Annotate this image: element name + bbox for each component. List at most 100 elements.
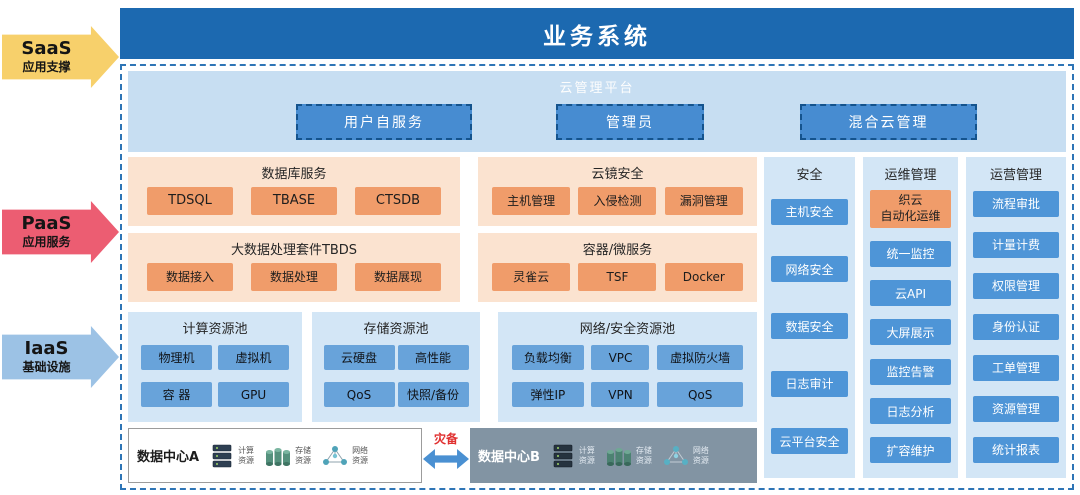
pill-monitoring-alerts: 监控告警: [870, 358, 951, 385]
chip-host-management: 主机管理: [492, 186, 571, 215]
pill-cloud-api: 云API: [870, 280, 951, 307]
saas-arrow-subtitle: 应用支撑: [22, 60, 71, 75]
dc-b-compute-label: 计算资源: [578, 445, 595, 465]
pill-zhiyun-automation: 织云 自动化运维: [870, 189, 951, 228]
chip-gpu: GPU: [218, 382, 289, 407]
cloud-management-platform-band: 云管理平台 用户自服务 管理员 混合云管理: [128, 71, 1066, 152]
iaas-arrow-subtitle: 基础设施: [22, 360, 71, 375]
big-data-suite-title: 大数据处理套件TBDS: [230, 243, 358, 258]
chip-intrusion-detection: 入侵检测: [578, 186, 657, 215]
storage-cylinder-icon: [266, 447, 291, 466]
pill-resource-management: 资源管理: [973, 395, 1059, 422]
cloud-mirror-security-block: 云镜安全 主机管理 入侵检测 漏洞管理: [478, 157, 757, 226]
ops-management-column: 运维管理 织云 自动化运维 统一监控 云API 大屏展示 监控告警 日志分析 扩…: [863, 157, 958, 478]
chip-docker: Docker: [664, 262, 743, 291]
compute-server-icon: [553, 444, 573, 467]
chip-ctsdb: CTSDB: [355, 186, 441, 215]
pill-log-audit: 日志审计: [771, 370, 848, 397]
datacenter-a: 数据中心A 计算资源: [128, 428, 422, 483]
chip-virtual-firewall: 虚拟防火墙: [657, 345, 744, 370]
chip-load-balancer: 负载均衡: [511, 345, 584, 370]
datacenter-b-title: 数据中心B: [478, 450, 540, 465]
disaster-recovery-arrow: [423, 449, 469, 469]
container-microservices-block: 容器/微服务 灵雀云 TSF Docker: [478, 233, 757, 302]
ops-management-title: 运维管理: [884, 168, 937, 183]
cloud-mirror-security-title: 云镜安全: [591, 167, 644, 182]
dc-b-storage-label: 存储资源: [635, 445, 652, 465]
chip-snapshot-backup: 快照/备份: [397, 382, 469, 407]
chip-qos-network: QoS: [657, 382, 744, 407]
business-system-header: 业务系统: [120, 8, 1074, 59]
pill-ticket-management: 工单管理: [973, 354, 1059, 381]
security-column: 安全 主机安全 网络安全 数据安全 日志审计 云平台安全: [764, 157, 855, 478]
saas-arrow-title: SaaS: [21, 37, 72, 59]
chip-tdsql: TDSQL: [147, 186, 233, 215]
dc-a-compute-group: 计算资源: [209, 443, 258, 469]
network-nodes-icon: [323, 445, 348, 465]
saas-arrow: SaaS 应用支撑: [2, 26, 119, 88]
main-dashed-container: 云管理平台 用户自服务 管理员 混合云管理 数据库服务 TDSQL TBASE …: [120, 64, 1074, 490]
chip-virtual-machine: 虚拟机: [218, 345, 289, 370]
pill-capacity-maintenance: 扩容维护: [870, 437, 951, 464]
pill-statistical-reports: 统计报表: [973, 436, 1059, 463]
pill-host-security: 主机安全: [771, 198, 848, 225]
biz-management-title: 运营管理: [989, 168, 1042, 183]
paas-arrow: PaaS 应用服务: [2, 201, 119, 263]
cloud-platform-title: 云管理平台: [559, 81, 635, 96]
dc-a-storage-label: 存储资源: [295, 445, 312, 465]
chip-data-processing: 数据处理: [251, 262, 337, 291]
dc-b-network-group: 网络资源: [662, 443, 713, 469]
datacenter-a-title: 数据中心A: [137, 450, 200, 465]
dc-a-network-label: 网络资源: [352, 445, 369, 465]
pill-data-security: 数据安全: [771, 313, 848, 340]
network-security-pool-title: 网络/安全资源池: [579, 322, 676, 337]
chip-high-performance: 高性能: [397, 345, 469, 370]
chip-alauda-cloud: 灵雀云: [492, 262, 571, 291]
pill-unified-monitoring: 统一监控: [870, 240, 951, 267]
iaas-arrow-title: IaaS: [24, 337, 69, 359]
chip-physical-machine: 物理机: [141, 345, 212, 370]
pill-identity-authentication: 身份认证: [973, 313, 1059, 340]
compute-pool-title: 计算资源池: [182, 322, 248, 337]
database-services-block: 数据库服务 TDSQL TBASE CTSDB: [128, 157, 460, 226]
pill-metering-billing: 计量计费: [973, 231, 1059, 258]
storage-pool-block: 存储资源池 云硬盘 高性能 QoS 快照/备份: [312, 312, 480, 422]
dc-a-storage-group: 存储资源: [264, 443, 315, 469]
chip-vpn: VPN: [591, 382, 650, 407]
iaas-arrow: IaaS 基础设施: [2, 326, 119, 388]
storage-pool-title: 存储资源池: [363, 322, 429, 337]
user-self-service-button: 用户自服务: [296, 104, 472, 140]
chip-elastic-ip: 弹性IP: [511, 382, 584, 407]
chip-vpc: VPC: [591, 345, 650, 370]
compute-pool-block: 计算资源池 物理机 虚拟机 容 器 GPU: [128, 312, 302, 422]
security-column-title: 安全: [796, 168, 823, 183]
container-microservices-title: 容器/微服务: [582, 243, 653, 258]
disaster-recovery-label: 灾备: [433, 432, 458, 446]
chip-qos-storage: QoS: [323, 382, 395, 407]
network-nodes-icon: [663, 445, 688, 465]
compute-server-icon: [212, 444, 232, 467]
dc-a-compute-label: 计算资源: [238, 445, 255, 465]
chip-vulnerability-management: 漏洞管理: [664, 186, 743, 215]
dc-b-compute-group: 计算资源: [550, 443, 599, 469]
paas-arrow-subtitle: 应用服务: [22, 235, 71, 250]
pill-network-security: 网络安全: [771, 256, 848, 283]
pill-process-approval: 流程审批: [973, 190, 1059, 217]
administrator-button: 管理员: [556, 104, 704, 140]
dc-b-network-label: 网络资源: [692, 445, 709, 465]
biz-management-column: 运营管理 流程审批 计量计费 权限管理 身份认证 工单管理 资源管理 统计报表: [966, 157, 1066, 478]
datacenter-b: 数据中心B 计算资源: [470, 428, 757, 483]
big-data-suite-block: 大数据处理套件TBDS 数据接入 数据处理 数据展现: [128, 233, 460, 302]
pill-big-screen-display: 大屏展示: [870, 319, 951, 346]
chip-data-presentation: 数据展现: [355, 262, 441, 291]
paas-arrow-title: PaaS: [21, 212, 72, 234]
database-services-title: 数据库服务: [261, 167, 327, 182]
pill-cloud-platform-security: 云平台安全: [771, 428, 848, 455]
chip-cloud-disk: 云硬盘: [323, 345, 395, 370]
storage-cylinder-icon: [606, 447, 631, 466]
pill-permission-management: 权限管理: [973, 272, 1059, 299]
hybrid-cloud-management-button: 混合云管理: [800, 104, 977, 140]
network-security-pool-block: 网络/安全资源池 负载均衡 VPC 虚拟防火墙 弹性IP VPN QoS: [498, 312, 757, 422]
chip-tsf: TSF: [578, 262, 657, 291]
